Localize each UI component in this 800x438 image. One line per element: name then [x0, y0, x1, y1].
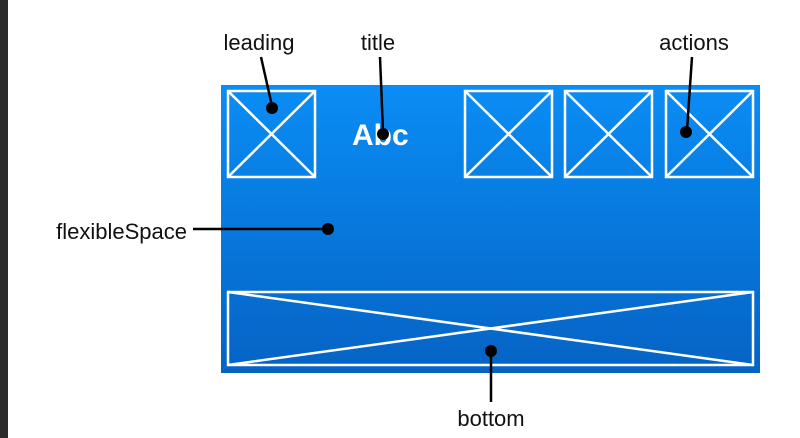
leading-label: leading [224, 30, 295, 55]
actions-label: actions [659, 30, 729, 55]
actions-callout: actions [659, 30, 729, 138]
bottom-label: bottom [457, 406, 524, 431]
title-callout: title [361, 30, 395, 140]
leading-marker-dot [266, 102, 278, 114]
flexible-space-marker-dot [322, 223, 334, 235]
bottom-marker-dot [485, 345, 497, 357]
action-placeholder-2 [563, 89, 654, 179]
action-placeholder-3 [664, 89, 755, 179]
title-label: title [361, 30, 395, 55]
title-marker-dot [377, 128, 389, 140]
left-dark-strip [0, 0, 8, 438]
actions-marker-dot [680, 126, 692, 138]
leading-placeholder [226, 89, 317, 179]
action-placeholder-1 [463, 89, 554, 179]
bottom-callout: bottom [457, 345, 525, 431]
flexible-space-label: flexibleSpace [56, 219, 187, 244]
leading-callout: leading [224, 30, 295, 114]
flexible-space-callout: flexibleSpace [56, 219, 334, 244]
